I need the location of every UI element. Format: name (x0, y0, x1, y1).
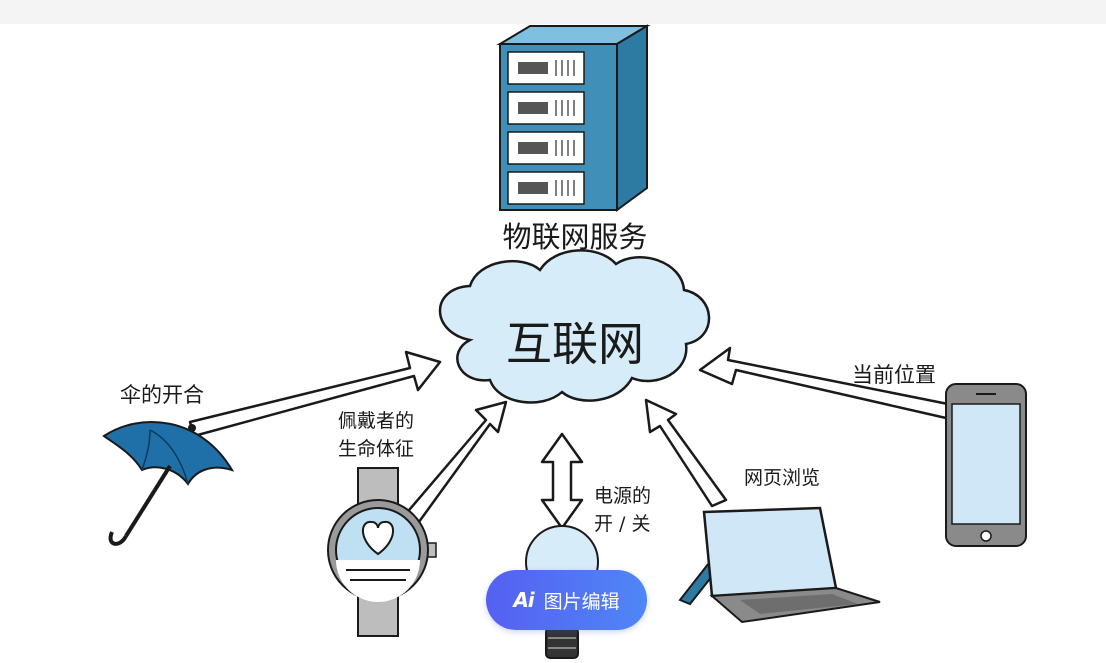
cloud-label: 互联网 (506, 317, 644, 371)
laptop-label: 网页浏览 (744, 467, 820, 489)
server-icon (496, 24, 651, 212)
bulb-label-line2: 开 / 关 (594, 513, 650, 535)
watch-label-line1: 佩戴者的 (338, 410, 414, 432)
bulb-label-line1: 电源的 (594, 485, 651, 507)
top-band (0, 0, 1106, 24)
watch-icon (327, 467, 437, 637)
cloud-icon (438, 249, 711, 404)
server-label: 物联网服务 (502, 220, 647, 254)
phone-arrow (698, 346, 950, 420)
laptop-arrow (644, 398, 728, 508)
watch-arrow (402, 400, 508, 528)
watch-label-line2: 生命体征 (338, 438, 414, 460)
ai-icon: Ai (513, 588, 534, 612)
umbrella-label: 伞的开合 (120, 383, 204, 407)
bulb-arrow (540, 432, 584, 530)
phone-icon (945, 383, 1027, 547)
image-edit-button[interactable]: Ai 图片编辑 (486, 570, 647, 630)
umbrella-arrow (188, 350, 442, 438)
umbrella-icon (102, 420, 235, 546)
phone-label: 当前位置 (852, 363, 936, 387)
laptop-icon (678, 506, 881, 624)
image-edit-label: 图片编辑 (543, 590, 620, 613)
